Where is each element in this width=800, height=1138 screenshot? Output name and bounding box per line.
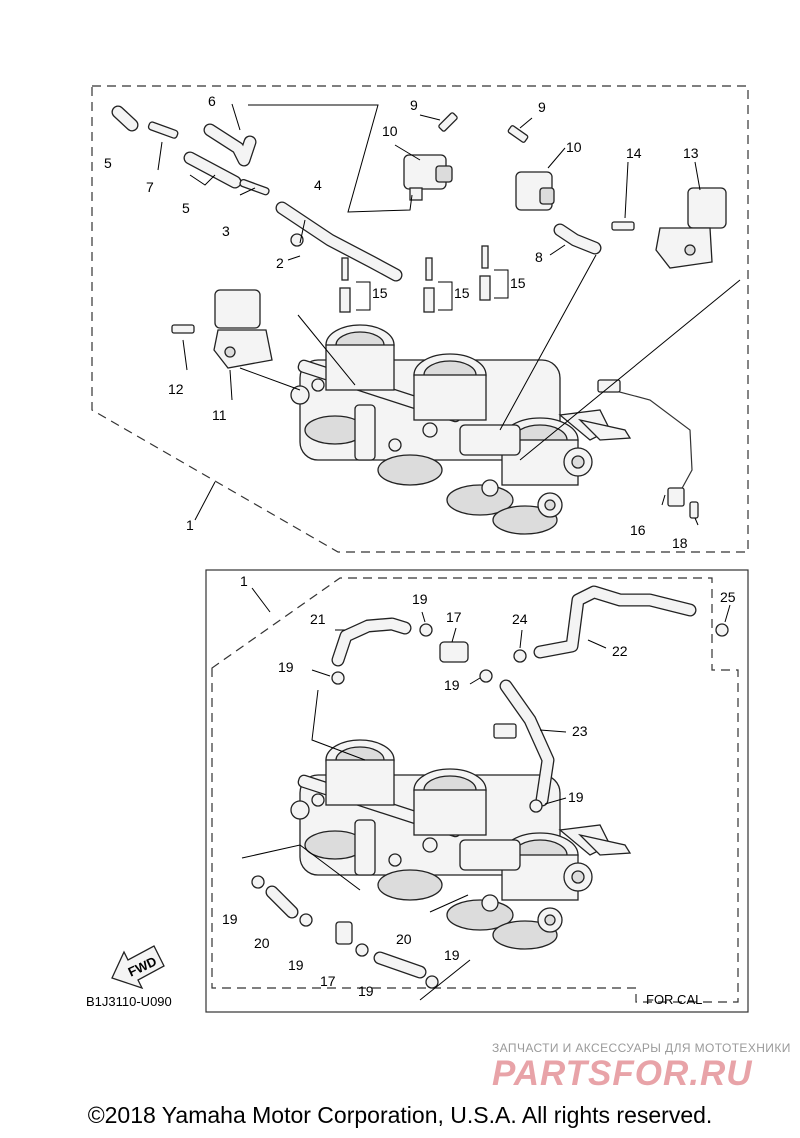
callout-19: 19 [288,957,304,973]
callout-19: 19 [222,911,238,927]
callout-17: 17 [320,973,336,989]
callout-19: 19 [358,983,374,999]
callout-24: 24 [512,611,528,627]
callout-12: 12 [168,381,184,397]
callout-6: 6 [208,93,216,109]
clips [251,623,729,989]
callout-20: 20 [254,935,270,951]
callout-3: 3 [222,223,230,239]
throttle-body-assembly [290,324,631,535]
figure-code: B1J3110-U090 [86,994,172,1009]
pressure-sensor-right [515,171,555,211]
callout-5: 5 [182,200,190,216]
injector-sets [339,245,491,313]
callout-20: 20 [396,931,412,947]
watermark-brand: PARTSFOR.RU [492,1054,753,1093]
callout-9: 9 [538,99,546,115]
callout-19: 19 [412,591,428,607]
pressure-sensor-left [403,154,453,201]
hose-parts [111,105,602,282]
callout-13: 13 [683,145,699,161]
throttle-body-assembly-cal [290,739,631,950]
callout-11: 11 [212,407,227,423]
callout-1: 1 [186,517,194,533]
callout-14: 14 [626,145,642,161]
callout-19: 19 [444,677,460,693]
callout-19: 19 [278,659,294,675]
callout-1: 1 [240,573,248,589]
wire-harness [597,379,693,507]
copyright-notice: ©2018 Yamaha Motor Corporation, U.S.A. A… [87,1102,713,1128]
callout-19: 19 [444,947,460,963]
callout-18: 18 [672,535,688,551]
top-assembly-section: 6 5 7 5 3 4 2 9 10 9 10 8 14 13 15 15 15… [91,85,749,553]
callout-16: 16 [630,522,646,538]
callout-15: 15 [372,285,388,301]
callout-19: 19 [568,789,584,805]
cal-variant-section: 1 21 19 17 24 22 25 19 19 23 19 19 20 19… [205,569,749,1013]
forward-direction-arrow: FWD [111,945,165,990]
variant-label: FOR CAL [646,992,702,1007]
throttle-position-sensor-right [655,187,727,269]
callout-10: 10 [382,123,398,139]
callout-23: 23 [572,723,588,739]
throttle-position-sensor-left [213,289,273,369]
callout-17: 17 [446,609,462,625]
callout-8: 8 [535,249,543,265]
callout-5: 5 [104,155,112,171]
callout-2: 2 [276,255,284,271]
callout-4: 4 [314,177,322,193]
callout-7: 7 [146,179,154,195]
callout-9: 9 [410,97,418,113]
callout-15: 15 [510,275,526,291]
callout-22: 22 [612,643,628,659]
watermark-tagline: ЗАПЧАСТИ И АКСЕССУАРЫ ДЛЯ МОТОТЕХНИКИ [492,1041,791,1055]
screws [171,112,699,519]
callout-25: 25 [720,589,736,605]
cal-hoses [265,585,697,979]
callout-15: 15 [454,285,470,301]
callout-21: 21 [310,611,326,627]
callout-10: 10 [566,139,582,155]
